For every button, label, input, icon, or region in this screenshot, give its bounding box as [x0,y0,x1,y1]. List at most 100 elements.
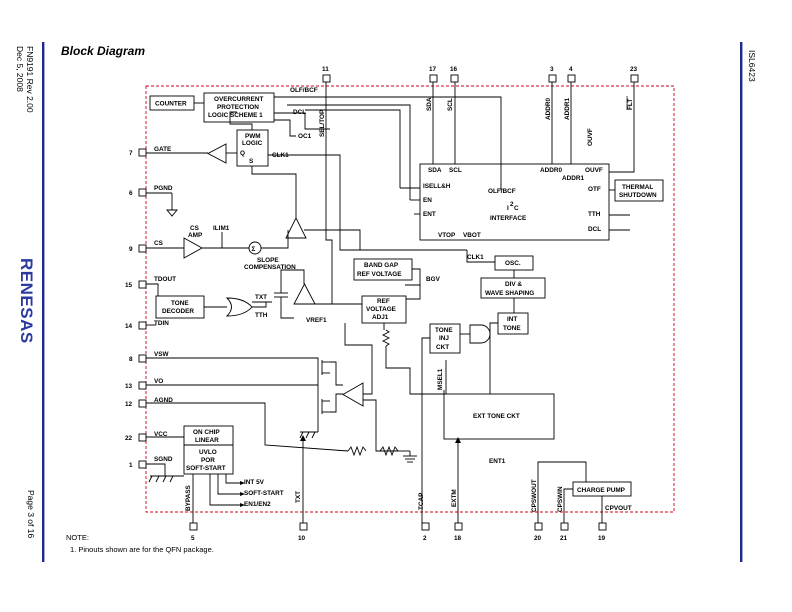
label-dcl-top: DCL [293,109,306,116]
tone-and-gate [469,324,491,344]
svg-text:Q: Q [240,150,245,157]
svg-text:SDA: SDA [426,97,433,111]
pin-6-pgnd: 6 PGND [129,185,173,197]
cs-amplifier [183,237,203,259]
svg-text:7: 7 [129,150,133,157]
right-margin-bar [740,42,743,562]
onchip-linear-block: ON CHIP LINEAR UVLO POR SOFT-START [183,425,234,475]
label-en1-en2: EN1/EN2 [244,501,271,508]
svg-text:11: 11 [322,66,329,73]
svg-text:10: 10 [298,535,306,542]
doc-number: FN9191 Rev 2.00 [25,46,35,113]
svg-text:LOGIC: LOGIC [242,140,263,147]
tone-inj-block: TONE INJ CKT [429,323,461,354]
label-scl-pin: SCL [447,98,454,111]
int-tone-block: INT TONE [497,312,529,335]
resistor-vref [381,329,391,347]
svg-text:TDIN: TDIN [154,320,169,327]
pin-11: 11 [322,66,331,83]
pin-1-sgnd: 1 SGND [129,456,173,469]
svg-text:EXT TONE CKT: EXT TONE CKT [473,413,520,420]
svg-text:DECODER: DECODER [162,308,194,315]
svg-text:12: 12 [125,401,133,408]
pin-4: 4 [567,66,576,83]
svg-text:VOLTAGE: VOLTAGE [366,306,397,313]
svg-text:4: 4 [569,66,573,73]
label-bgv: BGV [426,276,441,283]
pin-3: 3 [548,66,557,83]
label-bypass: BYPASS [185,484,192,511]
svg-text:6: 6 [129,190,133,197]
svg-text:23: 23 [630,66,638,73]
resistor-a [347,445,367,457]
pin-12-agnd: 12 AGND [125,397,173,408]
pin-7-gate: 7 GATE [129,146,172,157]
charge-pump-block: CHARGE PUMP [572,481,632,497]
pin-2: 2 [421,522,430,542]
label-soft-start: SOFT-START [244,490,284,497]
label-sda-pin: SDA [426,97,433,111]
svg-text:ISELL&H: ISELL&H [423,183,451,190]
svg-text:SCL: SCL [447,98,454,111]
note-heading: NOTE: [66,533,89,542]
pin-23: 23 [630,66,639,83]
chip-boundary [145,85,675,513]
svg-text:CPSWOUT: CPSWOUT [531,479,538,512]
svg-text:BAND GAP: BAND GAP [364,262,399,269]
overcurrent-block: OVERCURRENT PROTECTION LOGIC SCHEME 1 [203,92,275,123]
label-clk1-osc: CLK1 [467,254,484,261]
pin-22-vcc: 22 VCC [125,431,168,442]
svg-text:CPSWIN: CPSWIN [557,486,564,512]
svg-text:CKT: CKT [436,344,449,351]
renesas-logo: RENESAS [17,258,36,344]
svg-text:20: 20 [534,535,542,542]
pin-13-vo: 13 VO [125,378,163,390]
label-txt: TXT [255,294,267,301]
mosfet-low [317,399,330,414]
svg-text:DIV &: DIV & [505,281,522,288]
ext-tone-block: EXT TONE CKT [443,393,555,440]
label-cs-amp-1: CS [190,225,200,232]
svg-text:OTF: OTF [588,186,601,193]
svg-text:CS: CS [154,240,164,247]
pin-10: 10 [298,522,308,542]
svg-text:COUNTER: COUNTER [155,101,187,108]
svg-text:15: 15 [125,282,133,289]
osc-block: OSC. [494,255,534,271]
svg-text:SHUTDOWN: SHUTDOWN [619,192,657,199]
label-cpswout: CPSWOUT [531,479,538,512]
svg-text:21: 21 [560,535,568,542]
label-cs-amp-2: AMP [188,232,203,239]
svg-text:OUVF: OUVF [585,167,603,174]
pin-18: 18 [454,522,463,542]
svg-text:LOGIC SCHEME 1: LOGIC SCHEME 1 [208,112,263,119]
label-cpvout: CPVOUT [605,505,632,512]
note-text: 1. Pinouts shown are for the QFN package… [70,545,214,554]
svg-text:8: 8 [129,356,133,363]
svg-text:ADDR0: ADDR0 [540,167,562,174]
svg-text:FLT: FLT [627,99,634,110]
vref-buffer-amp [293,283,316,305]
doc-date: Dec 5, 2008 [15,46,25,92]
svg-text:INTERFACE: INTERFACE [490,215,527,222]
pin-20: 20 [534,522,543,542]
svg-text:TCAP: TCAP [418,492,425,510]
svg-text:VTOP: VTOP [438,232,456,239]
pin-8-vsw: 8 VSW [129,351,170,363]
label-cpswin: CPSWIN [557,486,564,512]
svg-text:REF VOLTAGE: REF VOLTAGE [357,271,402,278]
svg-text:VO: VO [154,378,163,385]
ground-pgnd [166,193,178,217]
svg-text:THERMAL: THERMAL [622,184,653,191]
label-tcap: TCAP [418,492,425,510]
svg-text:1: 1 [129,462,133,469]
svg-text:3: 3 [550,66,554,73]
svg-text:SDA: SDA [428,167,442,174]
svg-text:14: 14 [125,323,133,330]
svg-text:OUVF: OUVF [587,128,594,146]
tone-or-gate [225,297,253,317]
pwm-logic-block: PWM LOGIC Q S [236,129,269,167]
wiring [146,82,635,523]
svg-text:S: S [249,158,254,165]
ground-analog [403,451,417,463]
